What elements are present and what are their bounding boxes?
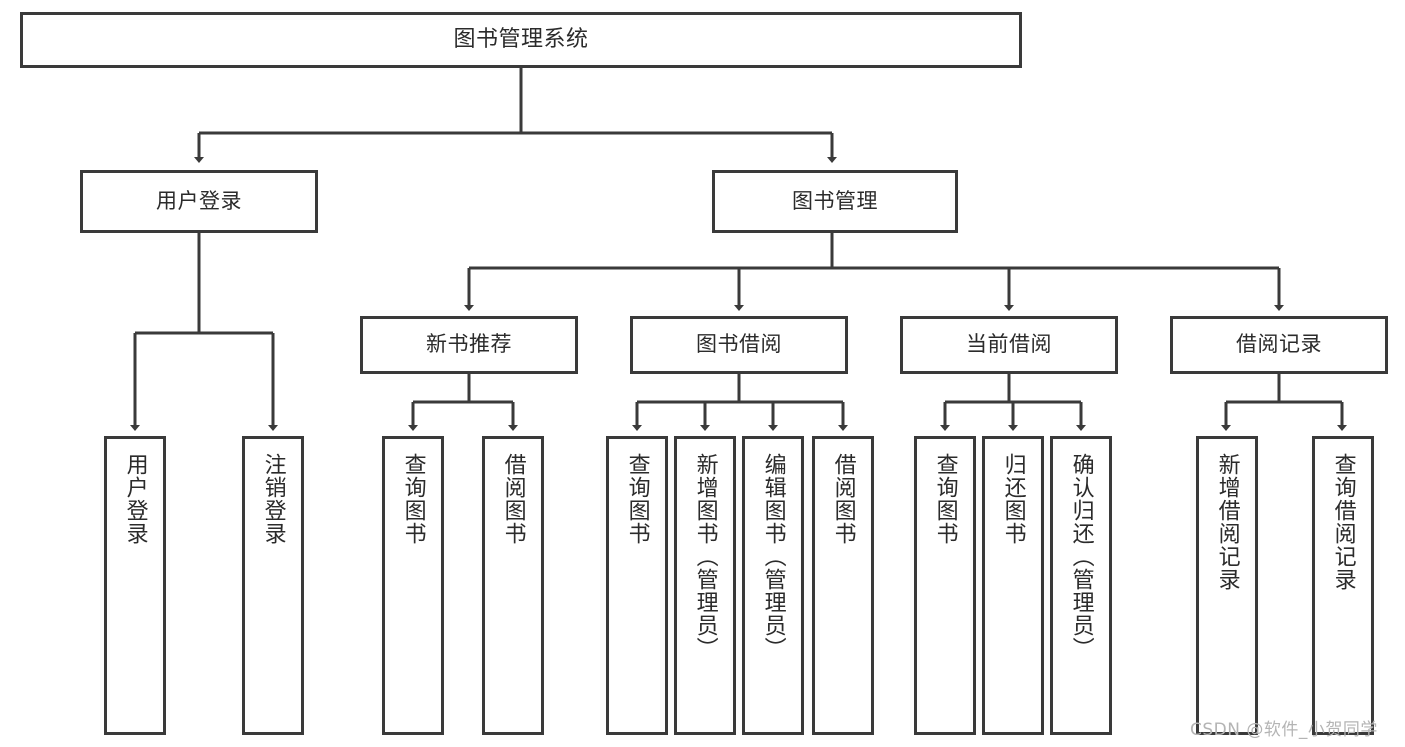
node-book-borrow[interactable]: 图书借阅 bbox=[630, 316, 848, 374]
node-label: 确认归还（管理员） bbox=[1068, 453, 1094, 660]
node-leaf-query-borrow-record[interactable]: 查询借阅记录 bbox=[1312, 436, 1374, 735]
node-leaf-add-borrow-record[interactable]: 新增借阅记录 bbox=[1196, 436, 1258, 735]
node-label: 注销登录 bbox=[260, 453, 286, 545]
node-leaf-edit-book-admin[interactable]: 编辑图书（管理员） bbox=[742, 436, 804, 735]
node-leaf-confirm-return-admin[interactable]: 确认归还（管理员） bbox=[1050, 436, 1112, 735]
node-label: 归还图书 bbox=[1000, 453, 1026, 545]
node-leaf-add-book-admin[interactable]: 新增图书（管理员） bbox=[674, 436, 736, 735]
node-label: 用户登录 bbox=[122, 453, 148, 545]
node-label: 图书借阅 bbox=[696, 332, 782, 357]
node-label: 查询借阅记录 bbox=[1330, 453, 1356, 591]
node-leaf-query-book-current[interactable]: 查询图书 bbox=[914, 436, 976, 735]
node-leaf-query-book-recommend[interactable]: 查询图书 bbox=[382, 436, 444, 735]
node-leaf-user-logout[interactable]: 注销登录 bbox=[242, 436, 304, 735]
node-label: 借阅记录 bbox=[1236, 332, 1322, 357]
node-label: 查询图书 bbox=[624, 453, 650, 545]
node-borrow-record[interactable]: 借阅记录 bbox=[1170, 316, 1388, 374]
csdn-watermark: CSDN @软件_小贺同学 bbox=[1190, 720, 1378, 740]
node-label: 当前借阅 bbox=[966, 332, 1052, 357]
node-label: 新书推荐 bbox=[426, 332, 512, 357]
node-label: 用户登录 bbox=[156, 188, 242, 213]
node-root-system[interactable]: 图书管理系统 bbox=[20, 12, 1022, 68]
node-leaf-borrow-book[interactable]: 借阅图书 bbox=[812, 436, 874, 735]
node-current-borrow[interactable]: 当前借阅 bbox=[900, 316, 1118, 374]
node-new-book-recommend[interactable]: 新书推荐 bbox=[360, 316, 578, 374]
node-label: 查询图书 bbox=[400, 453, 426, 545]
node-label: 新增借阅记录 bbox=[1214, 453, 1240, 591]
node-label: 借阅图书 bbox=[830, 453, 856, 545]
node-leaf-query-book-borrow[interactable]: 查询图书 bbox=[606, 436, 668, 735]
node-user-login[interactable]: 用户登录 bbox=[80, 170, 318, 233]
node-label: 新增图书（管理员） bbox=[692, 453, 718, 660]
node-label: 图书管理系统 bbox=[453, 26, 589, 52]
node-leaf-borrow-book-recommend[interactable]: 借阅图书 bbox=[482, 436, 544, 735]
node-book-management[interactable]: 图书管理 bbox=[712, 170, 958, 233]
node-label: 编辑图书（管理员） bbox=[760, 453, 786, 660]
node-leaf-return-book[interactable]: 归还图书 bbox=[982, 436, 1044, 735]
node-label: 查询图书 bbox=[932, 453, 958, 545]
node-label: 借阅图书 bbox=[500, 453, 526, 545]
node-label: 图书管理 bbox=[792, 188, 878, 213]
node-leaf-user-login[interactable]: 用户登录 bbox=[104, 436, 166, 735]
